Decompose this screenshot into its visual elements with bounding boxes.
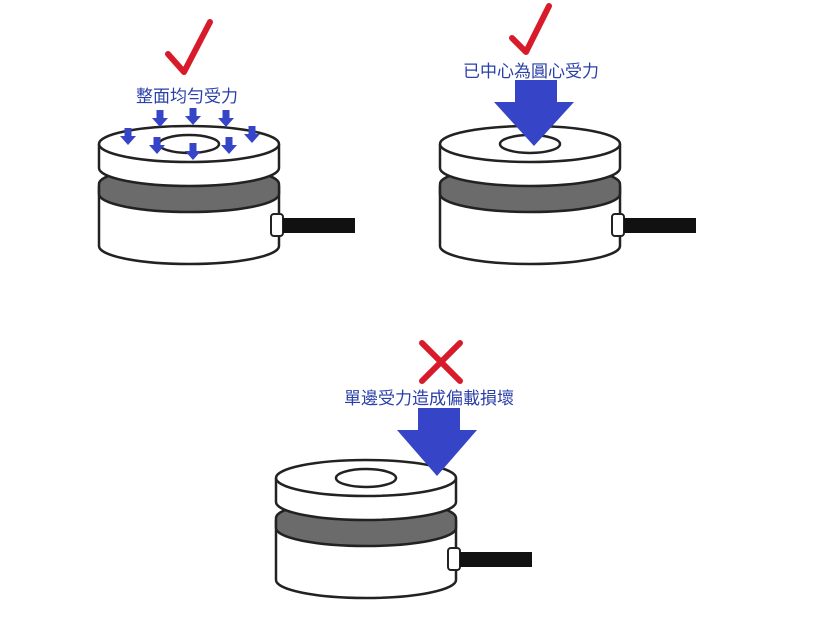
load-arrow — [152, 110, 168, 127]
eccentric-load-label: 單邊受力造成偏載損壞 — [344, 389, 514, 409]
load-arrow — [185, 108, 201, 125]
load-arrow — [218, 110, 234, 127]
center-load-label: 已中心為圓心受力 — [463, 62, 599, 82]
edge-load-arrow — [397, 408, 477, 476]
center-load-arrow — [494, 80, 574, 146]
check-icon — [165, 19, 213, 75]
load-cell-3 — [274, 458, 534, 600]
check-icon — [509, 3, 552, 55]
uniform-load-label: 整面均勻受力 — [136, 87, 238, 107]
load-cell-2 — [438, 124, 698, 266]
cross-icon — [419, 340, 463, 384]
